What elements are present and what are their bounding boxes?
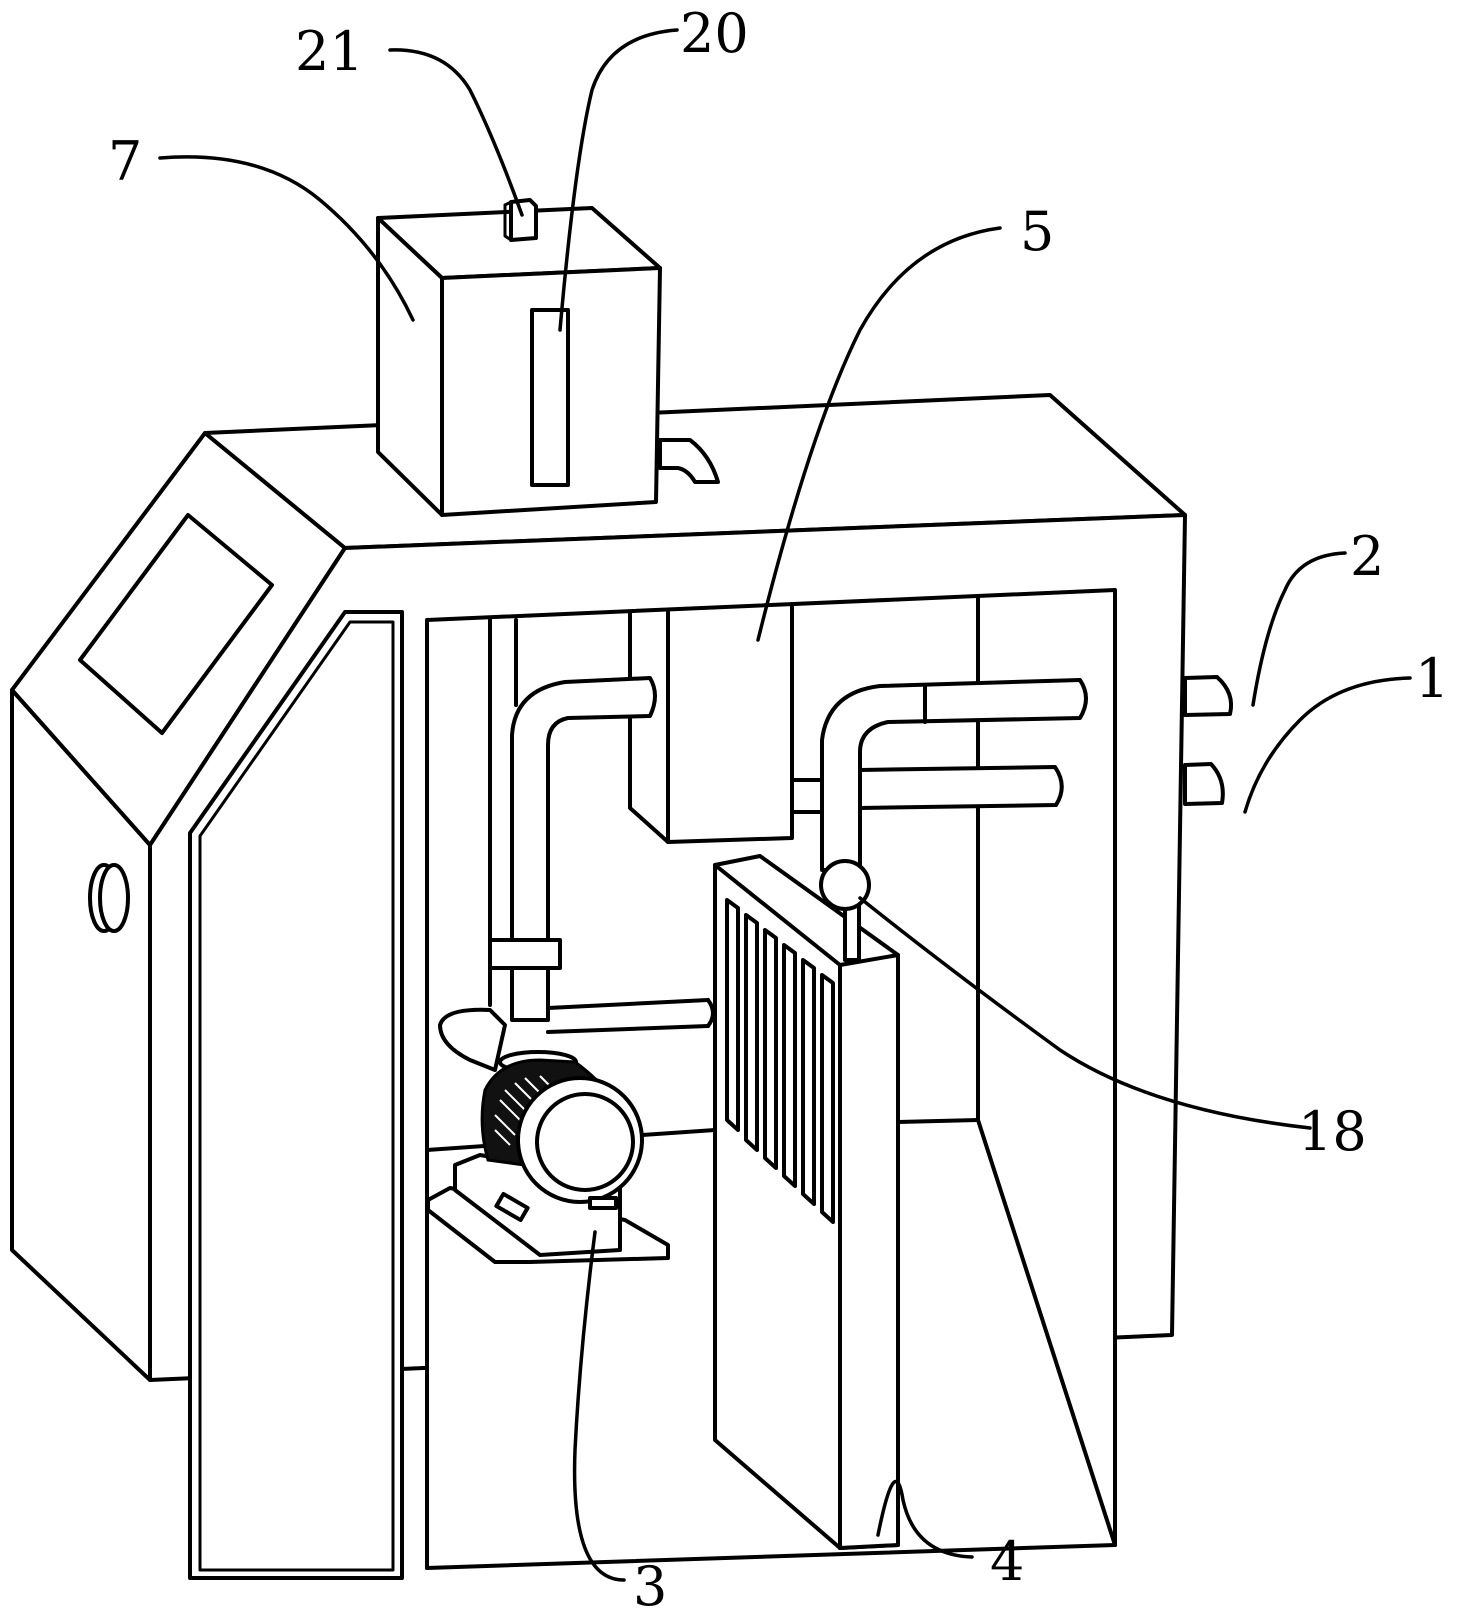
leader-21 (388, 48, 524, 217)
label-7: 7 (108, 130, 142, 193)
exchanger-side-face (838, 953, 900, 1550)
label-5: 5 (1020, 200, 1054, 263)
pump-riser-elbow (510, 676, 657, 1022)
leader-2 (1251, 551, 1347, 707)
side-pipe-ports (1183, 675, 1234, 806)
exchanger-slot (744, 913, 759, 1152)
suction-elbow (438, 1007, 507, 1072)
leader-5 (756, 226, 1002, 642)
leader-4 (876, 1479, 974, 1559)
leader-1 (1243, 676, 1412, 814)
cabinet (10, 393, 1187, 1580)
leader-lines (158, 28, 1412, 1582)
level-window (530, 308, 570, 487)
reference-labels: 7 21 20 5 2 1 18 3 4 (108, 2, 1449, 1614)
cabinet-door-inner-frame (198, 620, 395, 1572)
exchanger-slot (801, 958, 816, 1206)
exchanger-slot (782, 943, 797, 1188)
upper-side-pipe-port (1183, 675, 1234, 717)
top-tank (376, 198, 720, 517)
label-21: 21 (295, 20, 364, 83)
leader-7 (158, 155, 415, 322)
inner-floor-line-right (896, 1118, 980, 1124)
cabinet-door-panel (188, 610, 404, 1580)
exchanger-slot (763, 928, 778, 1170)
leader-18 (858, 896, 1312, 1130)
internal-tank (628, 604, 794, 844)
leader-3 (572, 1230, 626, 1582)
side-knob-icon (88, 863, 130, 933)
display-screen-icon (78, 513, 274, 735)
label-20: 20 (680, 2, 749, 65)
top-tank-outlet-elbow (658, 438, 720, 484)
label-18: 18 (1298, 1100, 1367, 1163)
exchanger-riser-elbow (820, 678, 1088, 872)
return-horizontal-pipe (858, 765, 1064, 810)
valve-gauge (819, 859, 871, 962)
exchanger-slot (725, 898, 740, 1132)
heat-exchanger-unit (713, 854, 900, 1550)
piping (488, 618, 1088, 1034)
lower-side-pipe-port (1183, 762, 1225, 806)
riser-coupling (488, 938, 562, 970)
label-4: 4 (990, 1530, 1024, 1593)
label-2: 2 (1350, 525, 1384, 588)
label-3: 3 (633, 1555, 667, 1614)
pump-motor-assembly (426, 1007, 670, 1264)
leader-20 (558, 28, 679, 332)
top-cap (503, 198, 538, 242)
motor-end-cap-inner (535, 1092, 635, 1192)
label-1: 1 (1415, 647, 1449, 710)
exchanger-slot (820, 973, 835, 1224)
